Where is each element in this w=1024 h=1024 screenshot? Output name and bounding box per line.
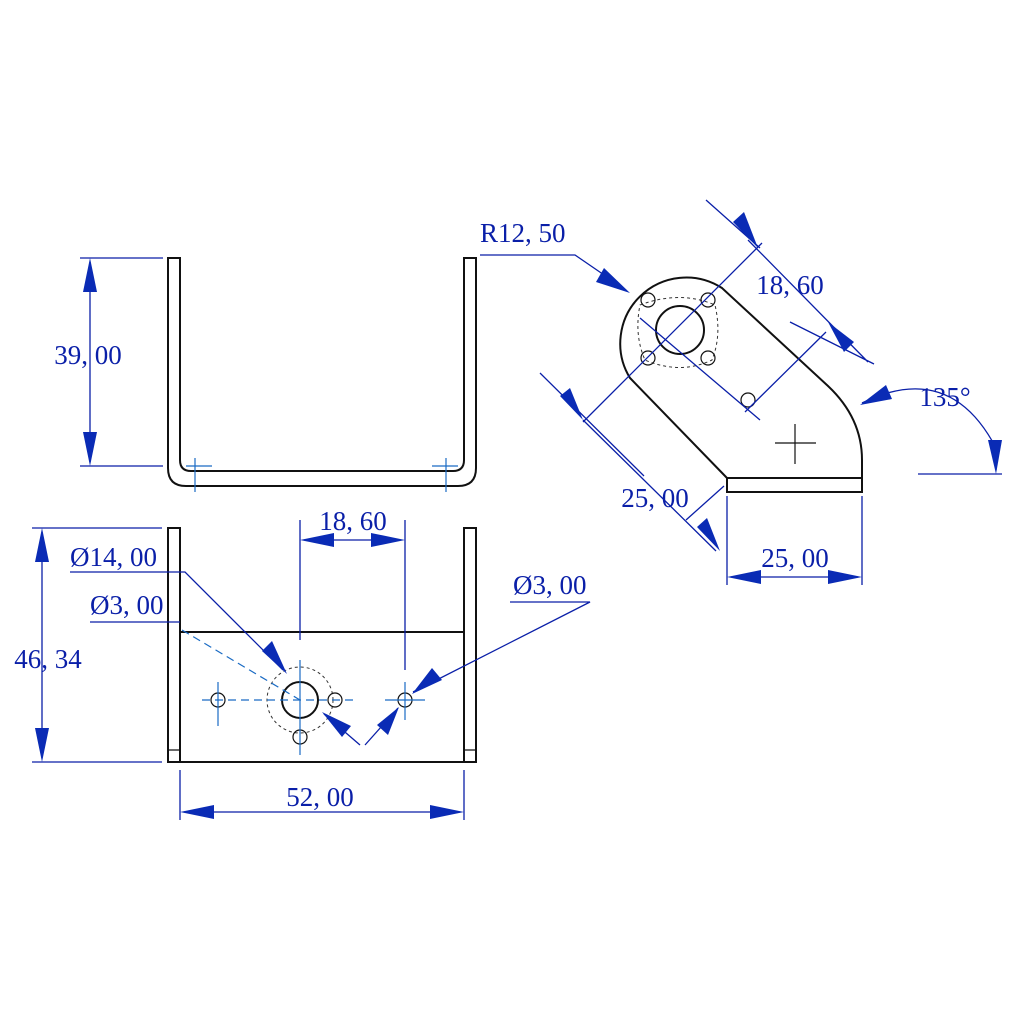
mount-hole bbox=[740, 392, 756, 408]
dim-135-deg: 135° bbox=[919, 382, 970, 412]
base-plate bbox=[179, 631, 465, 763]
leader-small-hole-right: Ø3, 00 bbox=[364, 570, 591, 746]
leader-large-hole: Ø14, 00 bbox=[70, 542, 287, 674]
dimension-hole-spacing-front: 18, 60 bbox=[299, 506, 406, 670]
bend-centerline-left bbox=[186, 458, 212, 492]
dim-18-60-front: 18, 60 bbox=[319, 506, 387, 536]
left-wall bbox=[167, 527, 181, 763]
top-view: 39, 00 bbox=[54, 257, 477, 492]
mount-hole bbox=[640, 350, 656, 366]
bend-centerline-right bbox=[432, 458, 458, 492]
side-view: 18, 60 R12, 50 135° 25, 00 25, 00 bbox=[480, 199, 1002, 585]
dimension-radius: R12, 50 bbox=[480, 218, 630, 293]
dim-39: 39, 00 bbox=[54, 340, 122, 370]
bracket-outline bbox=[619, 276, 863, 479]
u-channel-outline bbox=[167, 257, 477, 487]
dia-3-left: Ø3, 00 bbox=[90, 590, 164, 620]
dimension-18-60-side: 18, 60 bbox=[705, 199, 875, 365]
dimension-height-front: 46, 34 bbox=[14, 527, 162, 763]
dimension-flange-25: 25, 00 bbox=[726, 496, 863, 585]
dimension-angle: 135° bbox=[860, 382, 1002, 475]
dim-46-34: 46, 34 bbox=[14, 644, 82, 674]
leader-small-hole-left: Ø3, 00 bbox=[90, 590, 361, 746]
dim-25-flange: 25, 00 bbox=[761, 543, 829, 573]
center-mark bbox=[775, 424, 816, 464]
mount-hole bbox=[700, 292, 716, 308]
dim-r12-50: R12, 50 bbox=[480, 218, 566, 248]
dim-52: 52, 00 bbox=[286, 782, 354, 812]
dimension-width-front: 52, 00 bbox=[179, 770, 465, 820]
dim-18-60-side: 18, 60 bbox=[756, 270, 824, 300]
front-view: 46, 34 52, 00 18, 60 Ø14, 00 Ø3, 00 Ø3, … bbox=[14, 506, 591, 820]
dia-14: Ø14, 00 bbox=[70, 542, 157, 572]
dia-3-right: Ø3, 00 bbox=[513, 570, 587, 600]
dimension-diag-25: 25, 00 bbox=[539, 372, 725, 552]
dimension-height-top: 39, 00 bbox=[54, 257, 163, 467]
flange bbox=[726, 477, 863, 493]
right-wall bbox=[463, 527, 477, 763]
mount-hole bbox=[700, 350, 716, 366]
dim-25-diag: 25, 00 bbox=[621, 483, 689, 513]
mount-hole bbox=[640, 292, 656, 308]
small-hole bbox=[327, 692, 343, 708]
center-hole bbox=[655, 305, 705, 355]
